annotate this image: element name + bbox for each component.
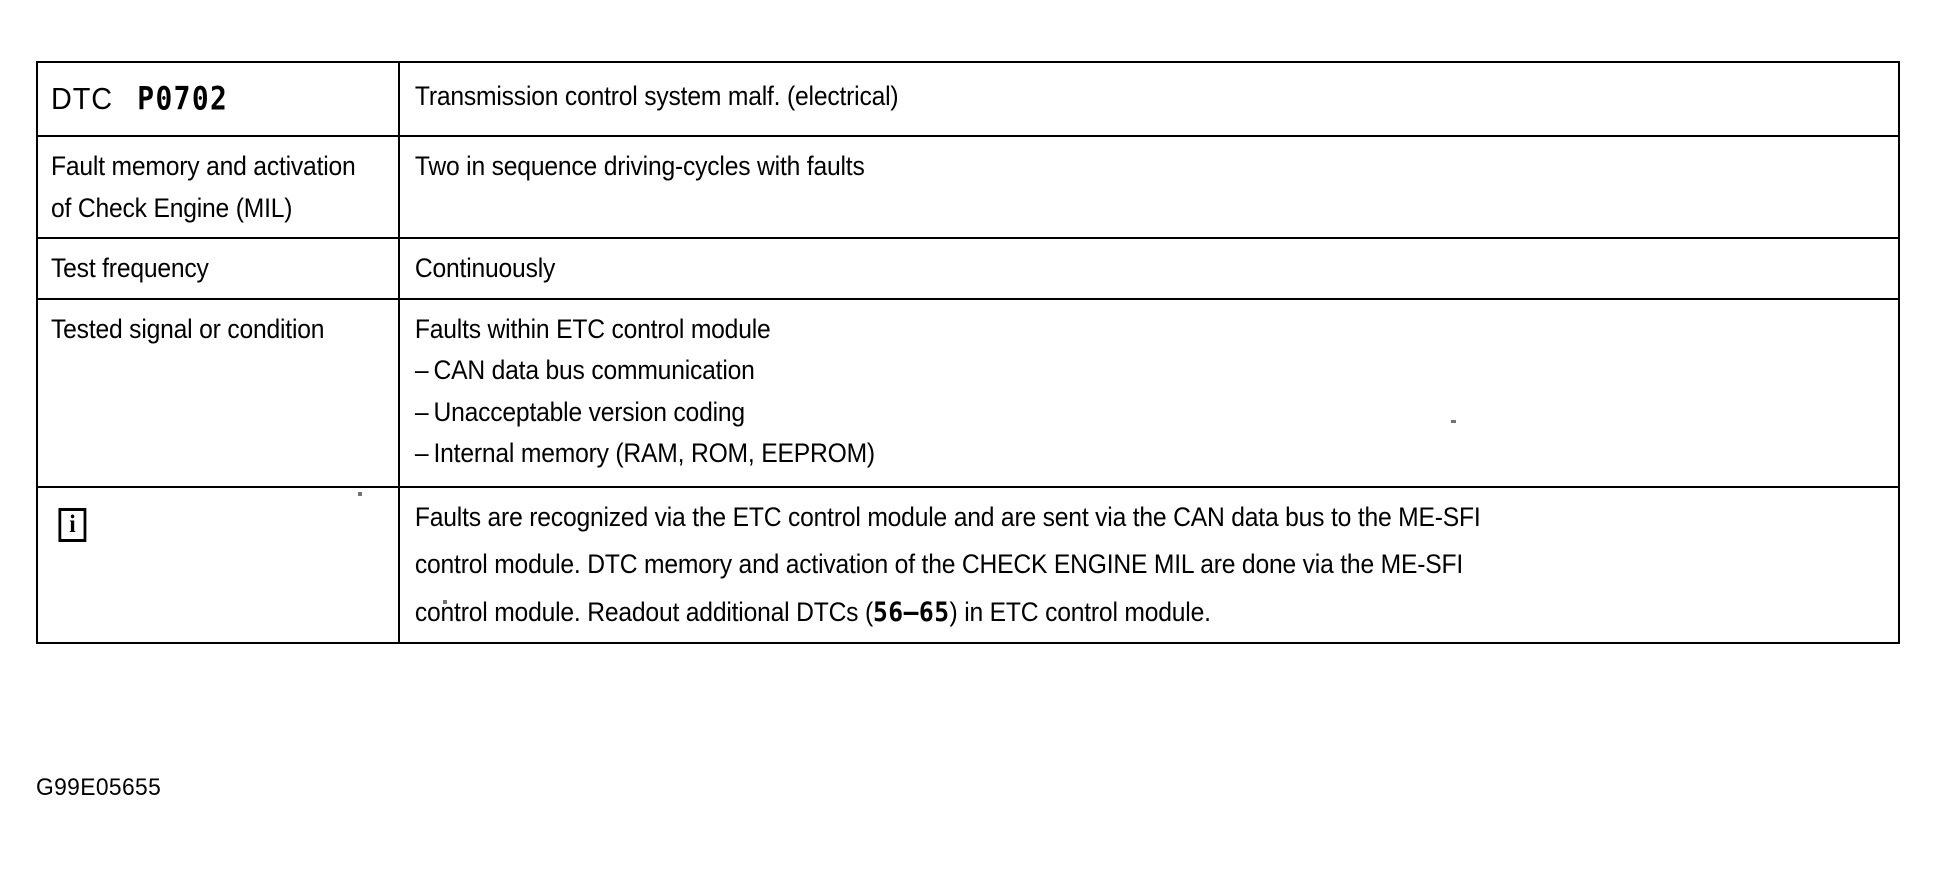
info-icon: i bbox=[58, 507, 87, 542]
table-row-note: i Faults are recognized via the ETC cont… bbox=[36, 485, 1900, 644]
dtc-description-text: Transmission control system malf. (elect… bbox=[414, 81, 899, 111]
table-row-fault-memory: Fault memory and activation of Check Eng… bbox=[36, 135, 1900, 239]
note-line-3-dtc-range: 56–65 bbox=[873, 596, 950, 628]
bullet-dash-icon: – bbox=[414, 355, 429, 385]
dtc-label-text: DTC bbox=[51, 81, 114, 116]
fault-memory-label-line-1: Fault memory and activation bbox=[51, 151, 356, 181]
note-icon-cell: i bbox=[36, 485, 400, 644]
figure-caption: G99E05655 bbox=[36, 774, 162, 801]
note-line-3-text-a: control module. Readout additional DTCs … bbox=[414, 596, 874, 627]
fault-memory-label: Fault memory and activation of Check Eng… bbox=[38, 137, 411, 237]
fault-memory-value-line-1: Two in sequence driving-cycles with faul… bbox=[414, 151, 865, 181]
tested-signal-label-cell: Tested signal or condition bbox=[36, 297, 400, 488]
test-frequency-label-line-1: Test frequency bbox=[51, 253, 209, 283]
tested-signal-label-line-1: Tested signal or condition bbox=[51, 313, 325, 344]
note-text-cell: Faults are recognized via the ETC contro… bbox=[398, 485, 1900, 644]
note-line-1: Faults are recognized via the ETC contro… bbox=[414, 501, 1913, 532]
test-frequency-label-cell: Test frequency bbox=[36, 237, 400, 300]
scan-speck bbox=[1451, 420, 1456, 423]
test-frequency-value: Continuously bbox=[400, 239, 1912, 298]
list-item-label: Internal memory (RAM, ROM, EEPROM) bbox=[433, 438, 875, 468]
note-line-2: control module. DTC memory and activatio… bbox=[415, 551, 1913, 578]
note-icon-container: i bbox=[38, 488, 411, 563]
bullet-dash-icon: – bbox=[414, 438, 429, 468]
note-text: Faults are recognized via the ETC contro… bbox=[400, 488, 1912, 643]
list-item-label: Unacceptable version coding bbox=[433, 396, 745, 427]
dtc-description-cell: Transmission control system malf. (elect… bbox=[398, 61, 1900, 137]
tested-signal-label: Tested signal or condition bbox=[38, 300, 411, 359]
fault-memory-label-line-2: of Check Engine (MIL) bbox=[51, 192, 293, 223]
table-row-tested-signal: Tested signal or condition Faults within… bbox=[36, 297, 1900, 488]
list-item: –Unacceptable version coding bbox=[414, 396, 1913, 427]
tested-signal-bullet-list: –CAN data bus communication –Unacceptabl… bbox=[415, 357, 1913, 467]
dtc-code-value: P0702 bbox=[137, 80, 229, 119]
note-line-3-text-b: ) in ETC control module. bbox=[949, 596, 1211, 627]
test-frequency-label: Test frequency bbox=[38, 239, 411, 298]
dtc-table: DTC P0702 Transmission control system mal… bbox=[36, 61, 1900, 644]
table-row-test-frequency: Test frequency Continuously bbox=[36, 237, 1900, 300]
scan-speck bbox=[443, 600, 447, 604]
list-item: –Internal memory (RAM, ROM, EEPROM) bbox=[415, 440, 1913, 467]
list-item-label: CAN data bus communication bbox=[433, 355, 755, 385]
dtc-code-container: DTC P0702 bbox=[38, 63, 411, 135]
test-frequency-value-cell: Continuously bbox=[398, 237, 1900, 300]
bullet-dash-icon: – bbox=[414, 396, 429, 427]
scan-speck bbox=[358, 492, 362, 496]
test-frequency-value-line-1: Continuously bbox=[414, 253, 556, 283]
tested-signal-value-cell: Faults within ETC control module –CAN da… bbox=[398, 297, 1900, 488]
fault-memory-value: Two in sequence driving-cycles with faul… bbox=[400, 137, 1912, 196]
note-line-3: control module. Readout additional DTCs … bbox=[414, 596, 1913, 628]
table-row-dtc: DTC P0702 Transmission control system mal… bbox=[36, 61, 1900, 137]
dtc-label-cell: DTC P0702 bbox=[36, 61, 400, 137]
fault-memory-label-cell: Fault memory and activation of Check Eng… bbox=[36, 135, 400, 239]
fault-memory-value-cell: Two in sequence driving-cycles with faul… bbox=[398, 135, 1900, 239]
list-item: –CAN data bus communication bbox=[415, 357, 1913, 384]
note-line-1-text: Faults are recognized via the ETC contro… bbox=[414, 501, 1481, 532]
tested-signal-heading: Faults within ETC control module bbox=[414, 313, 771, 344]
info-icon-glyph: i bbox=[69, 510, 76, 538]
note-line-2-text: control module. DTC memory and activatio… bbox=[414, 549, 1464, 579]
tested-signal-value: Faults within ETC control module –CAN da… bbox=[400, 300, 1912, 483]
